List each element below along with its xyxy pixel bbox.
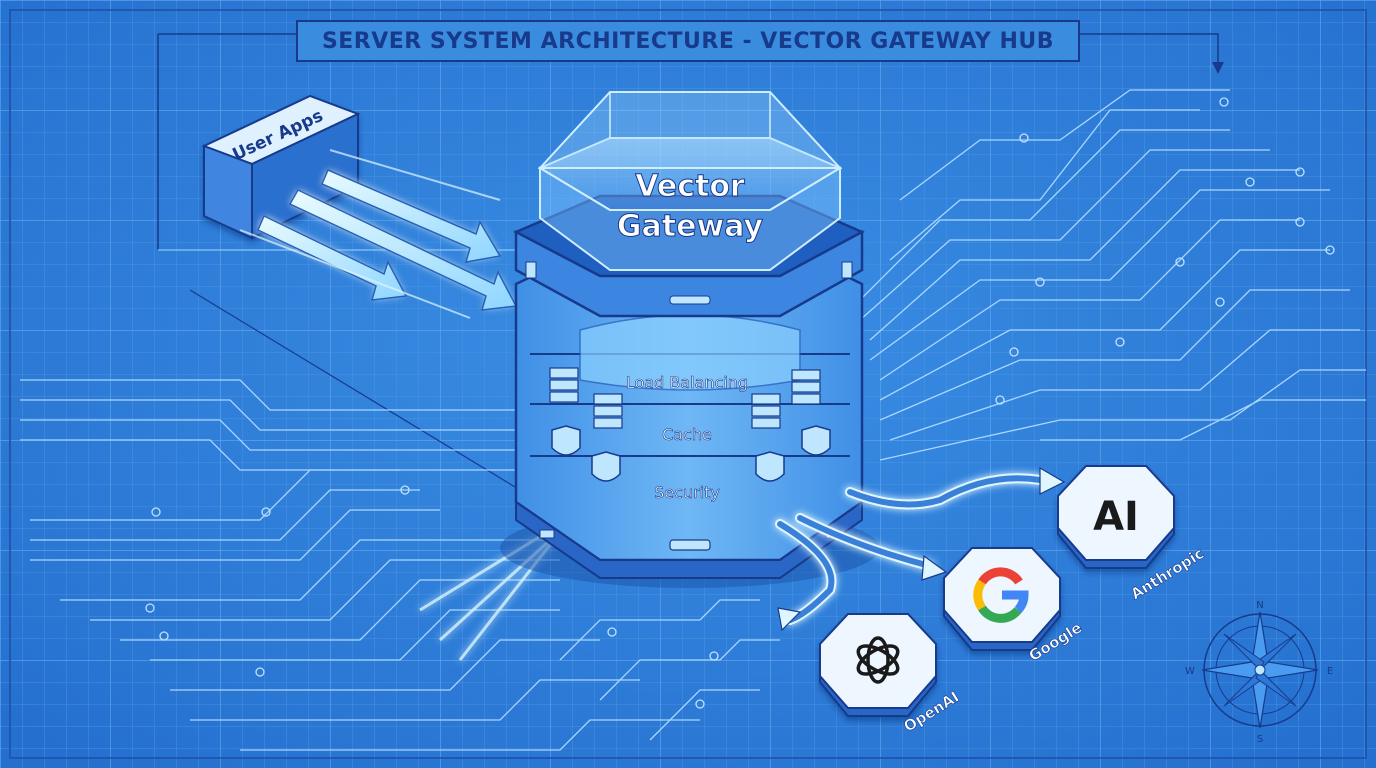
shield-icon [551, 425, 581, 456]
guide-line [189, 289, 521, 491]
blueprint-frame [9, 9, 1367, 759]
openai-logo-icon [856, 636, 900, 684]
title-banner: SERVER SYSTEM ARCHITECTURE - VECTOR GATE… [296, 20, 1080, 62]
server-stack-icon [549, 367, 579, 403]
arrowhead-anthropic [1039, 466, 1066, 495]
shield-icon [755, 451, 785, 482]
circuit-nodes-right [995, 97, 1335, 405]
gateway-name-line2: Gateway [617, 209, 764, 244]
compass-south: S [1257, 734, 1263, 745]
page-title: SERVER SYSTEM ARCHITECTURE - VECTOR GATE… [321, 28, 1055, 54]
layer-load-balancing: Load Balancing [626, 373, 748, 392]
frame-connector-line [157, 33, 1219, 250]
gateway-glass-crown [537, 91, 843, 271]
layer-cache: Cache [662, 425, 712, 444]
compass-west: W [1185, 666, 1195, 677]
circuit-traces-right [859, 89, 1366, 461]
server-stack-icon [791, 369, 821, 405]
layer-security: Security [654, 483, 720, 502]
server-stack-icon [751, 393, 781, 429]
compass-rose-icon [1201, 611, 1319, 729]
inbound-arrows [257, 169, 518, 311]
arrowhead-google [921, 554, 948, 581]
arrowhead-openai [777, 607, 802, 632]
anthropic-logo-icon: AI [1093, 494, 1139, 540]
server-stack-icon [593, 393, 623, 429]
circuit-traces-left [20, 379, 780, 751]
provider-tile-openai [819, 613, 937, 717]
speed-lines [239, 149, 501, 319]
outbound-route-core [777, 475, 1043, 623]
provider-tile-anthropic [1057, 465, 1175, 569]
compass-north: N [1256, 600, 1263, 611]
gateway-name-line1: Vector [635, 169, 745, 204]
compass-east: E [1327, 666, 1333, 677]
google-logo-icon [973, 567, 1029, 623]
shield-icon [801, 425, 831, 456]
gateway-top-platform [513, 194, 865, 318]
shield-icon [591, 451, 621, 482]
frame-connector-arrowhead [1212, 62, 1224, 74]
circuit-nodes-left [145, 485, 719, 709]
